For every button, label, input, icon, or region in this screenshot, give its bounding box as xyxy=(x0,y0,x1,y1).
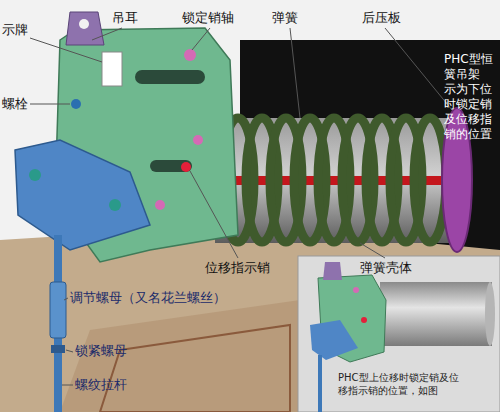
carpet-border xyxy=(100,325,290,412)
inset-pin xyxy=(361,317,367,323)
lifting-lug xyxy=(66,12,104,45)
part-label: 锁定销轴 xyxy=(182,10,234,26)
part-label: PHC型上位移时锁定销及位 移指示销的位置，如图 xyxy=(338,372,494,397)
inset-panel xyxy=(298,256,500,412)
part-label: 调节螺母（又名花兰螺丝） xyxy=(70,290,226,306)
indicator-pin xyxy=(181,162,191,172)
lock-pin xyxy=(184,49,196,61)
inset-lug xyxy=(323,262,342,280)
part-label: 示牌 xyxy=(2,22,28,38)
part-label: 锁紧螺母 xyxy=(75,343,127,359)
spring-shell xyxy=(215,118,460,243)
pivot xyxy=(109,199,121,211)
lock-slot xyxy=(135,70,205,84)
inset-lever xyxy=(310,320,358,360)
part-label: 弹簧 xyxy=(272,10,298,26)
lug-hole xyxy=(79,19,89,29)
part-label: 位移指示销 xyxy=(205,260,270,276)
lever-arm xyxy=(15,140,150,250)
indicator-slot xyxy=(150,160,192,172)
inset-rod xyxy=(318,355,322,412)
inset-shell xyxy=(380,282,492,346)
lock-nut xyxy=(51,345,65,353)
name-plate xyxy=(102,52,122,86)
carpet xyxy=(60,300,300,412)
part-label: PHC型恒 簧吊架 示为下位 时锁定销 及位移指 销的位置 xyxy=(444,52,496,142)
part-label: 后压板 xyxy=(362,10,401,26)
part-label: 吊耳 xyxy=(112,10,138,26)
turnbuckle xyxy=(50,282,66,338)
floor xyxy=(0,225,500,412)
inset-shell-end xyxy=(485,282,495,346)
pivot xyxy=(29,169,41,181)
bolt xyxy=(71,99,81,109)
inset-pin xyxy=(353,287,359,293)
part-label: 螺栓 xyxy=(2,96,28,112)
part-label: 螺纹拉杆 xyxy=(75,377,127,393)
spring-coils xyxy=(222,118,446,242)
part-label: 弹簧壳体 xyxy=(360,260,412,276)
pin xyxy=(155,200,165,210)
pin xyxy=(193,135,203,145)
leader-lines xyxy=(30,28,452,385)
